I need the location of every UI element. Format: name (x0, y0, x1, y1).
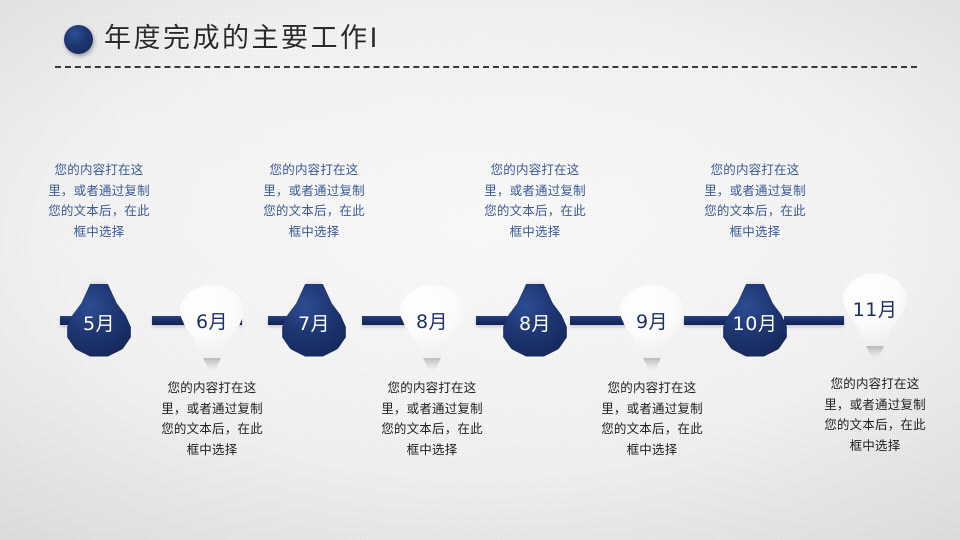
pin-label: 8月 (415, 311, 449, 333)
timeline-pin-1[interactable]: 5月 (62, 284, 136, 358)
timeline-pin-5[interactable]: 8月 (498, 284, 572, 358)
timeline-caption-8: 您的内容打在这里，或者通过复制您的文本后，在此框中选择 (824, 376, 926, 453)
timeline-caption-5: 您的内容打在这里，或者通过复制您的文本后，在此框中选择 (484, 162, 586, 239)
timeline-pin-3[interactable]: 7月 (277, 284, 351, 358)
timeline-pin-6[interactable]: 9月 (615, 284, 689, 358)
timeline-caption-2: 您的内容打在这里，或者通过复制您的文本后，在此框中选择 (161, 380, 263, 457)
pin-label: 11月 (852, 299, 898, 321)
pin-label: 8月 (518, 313, 552, 335)
timeline-pin-8[interactable]: 11月 (838, 272, 912, 346)
timeline-track-segment (684, 316, 756, 325)
pin-label: 9月 (635, 311, 669, 333)
pin-label: 7月 (297, 313, 331, 335)
title-divider (55, 66, 917, 68)
timeline-caption-3: 您的内容打在这里，或者通过复制您的文本后，在此框中选择 (263, 162, 365, 239)
timeline-pin-7[interactable]: 10月 (718, 284, 792, 358)
page-title: 年度完成的主要工作I (104, 23, 380, 54)
title-bullet-icon (64, 25, 93, 54)
timeline-caption-1: 您的内容打在这里，或者通过复制您的文本后，在此框中选择 (48, 162, 150, 239)
timeline-pin-2[interactable]: 6月 (175, 284, 249, 358)
pin-label: 6月 (195, 311, 229, 333)
pin-label: 5月 (82, 313, 116, 335)
timeline-pin-4[interactable]: 8月 (395, 284, 469, 358)
pin-label: 10月 (732, 313, 778, 335)
timeline-track-segment (570, 316, 658, 325)
slide-header: 年度完成的主要工作I (0, 0, 960, 78)
timeline-track-segment (784, 316, 844, 325)
timeline-caption-6: 您的内容打在这里，或者通过复制您的文本后，在此框中选择 (601, 380, 703, 457)
timeline-caption-7: 您的内容打在这里，或者通过复制您的文本后，在此框中选择 (704, 162, 806, 239)
timeline-caption-4: 您的内容打在这里，或者通过复制您的文本后，在此框中选择 (381, 380, 483, 457)
